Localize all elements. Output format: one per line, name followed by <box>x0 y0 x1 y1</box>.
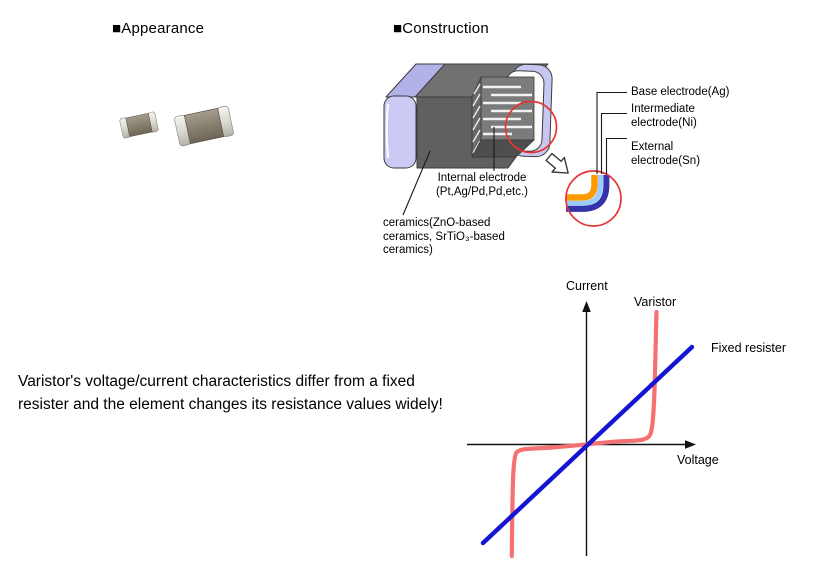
intermediate-electrode-layer <box>566 175 603 206</box>
fixed-resistor-line <box>480 344 695 546</box>
chip-left-termination <box>383 95 417 169</box>
internal-electrode-label: Internal electrode (Pt,Ag/Pd,Pd,etc.) <box>420 172 544 199</box>
external-electrode-label: External electrode(Sn) <box>631 141 701 167</box>
ceramics-label: ceramics(ZnO-based ceramics, SrTiO₃-base… <box>383 217 505 258</box>
leader-intermediate-electrode <box>600 112 627 174</box>
small-chip <box>119 111 159 139</box>
description-line2: resister and the element changes its res… <box>18 396 443 413</box>
intermediate-electrode-label: Intermediate electrode(Ni) <box>631 103 697 129</box>
fixed-resistor-series-label: Fixed resister <box>711 341 787 355</box>
base-electrode-label: Base electrode(Ag) <box>631 86 730 98</box>
ceramics-label-line3: ceramics) <box>383 244 433 256</box>
base-electrode-layer <box>566 175 598 201</box>
termination-highlight <box>385 103 390 159</box>
current-axis-label: Current <box>566 279 608 293</box>
highlight-circle-chip <box>504 100 558 154</box>
large-chip <box>174 105 234 147</box>
ceramics-label-line1: ceramics(ZnO-based <box>383 217 491 229</box>
varistor-curve <box>509 309 659 559</box>
description-line1: Varistor's voltage/current characteristi… <box>18 373 415 390</box>
ceramic-body-front <box>416 96 517 169</box>
ceramics-label-line2: ceramics, SrTiO₃-based <box>383 230 505 243</box>
zoom-arrow-icon <box>545 152 569 174</box>
construction-heading: ■Construction <box>393 20 489 37</box>
leader-base-electrode <box>596 91 627 174</box>
varistor-series-label: Varistor <box>634 295 677 309</box>
slant-face-hatch-lines <box>472 83 481 154</box>
current-axis-arrowhead <box>582 301 591 312</box>
construction-illustration <box>383 63 627 227</box>
external-electrode-layer <box>566 175 610 212</box>
leader-lines <box>402 91 627 216</box>
vi-characteristics-chart <box>467 301 696 559</box>
highlight-circle-detail <box>565 170 622 227</box>
voltage-axis-arrowhead <box>685 440 696 449</box>
small-chip-body <box>125 112 153 138</box>
appearance-chips-illustration <box>119 105 234 147</box>
leader-external-electrode <box>605 137 627 174</box>
leader-ceramics <box>402 150 431 216</box>
appearance-heading: ■Appearance <box>112 20 205 37</box>
internal-electrode-label-line1: Internal electrode <box>437 172 527 184</box>
large-chip-body <box>183 107 225 145</box>
voltage-axis-label: Voltage <box>677 453 719 467</box>
description-text: Varistor's voltage/current characteristi… <box>18 370 538 416</box>
internal-electrode-label-line2: (Pt,Ag/Pd,Pd,etc.) <box>435 185 529 198</box>
